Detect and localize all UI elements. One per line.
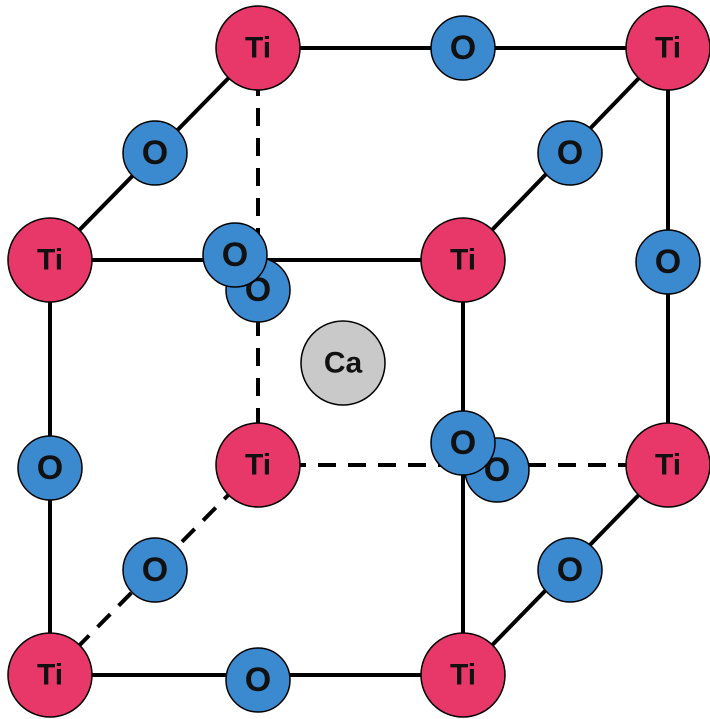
- o-atom-back-top-edge: O: [430, 15, 496, 81]
- ti-atom-label: Ti: [37, 244, 63, 277]
- ti-atom-label: Ti: [450, 659, 476, 692]
- o-atom-top-right-depth-edge: O: [537, 120, 603, 186]
- o-atom-label: O: [37, 449, 63, 487]
- ti-atom-front-top-left: Ti: [7, 217, 93, 303]
- o-atom-front-left-edge: O: [17, 435, 83, 501]
- o-atom-top-left-depth-edge: O: [122, 120, 188, 186]
- ti-atom-circle: [420, 632, 506, 718]
- back-depth-edge: [48, 463, 260, 677]
- ca-atom-body-center: Ca: [300, 320, 386, 406]
- ti-atom-label: Ti: [245, 32, 271, 65]
- o-atom-circle: [122, 120, 188, 186]
- ti-atom-label: Ti: [450, 244, 476, 277]
- o-atom-label: O: [245, 661, 271, 699]
- o-atom-circle: [537, 120, 603, 186]
- ti-atom-circle: [420, 217, 506, 303]
- ti-atom-label: Ti: [655, 449, 681, 482]
- o-atom-label: O: [222, 236, 248, 274]
- o-atom-label: O: [655, 243, 681, 281]
- ti-atom-front-bottom-right: Ti: [420, 632, 506, 718]
- o-atom-circle: [225, 647, 291, 713]
- ti-atom-circle: [7, 632, 93, 718]
- o-atom-circle: [430, 15, 496, 81]
- o-atom-circle: [202, 222, 268, 288]
- ti-atom-label: Ti: [655, 32, 681, 65]
- o-atom-front-bottom-edge: O: [225, 647, 291, 713]
- o-atom-circle: [635, 229, 701, 295]
- ti-atom-back-top-right: Ti: [625, 5, 710, 91]
- o-atom-right-back-vertical-edge: O: [635, 229, 701, 295]
- ca-atom-label: Ca: [324, 347, 363, 380]
- o-atom-circle: [430, 410, 496, 476]
- ti-atom-front-bottom-left: Ti: [7, 632, 93, 718]
- o-atom-bottom-right-depth-edge: O: [537, 537, 603, 603]
- ti-atom-circle: [7, 217, 93, 303]
- o-atom-label: O: [142, 551, 168, 589]
- o-atom-label: O: [450, 424, 476, 462]
- o-atom-circle: [122, 537, 188, 603]
- o-atom-label: O: [142, 134, 168, 172]
- ti-atom-back-bottom-left: Ti: [215, 422, 301, 508]
- ti-atom-back-top-left: Ti: [215, 5, 301, 91]
- ti-atom-front-top-right: Ti: [420, 217, 506, 303]
- ti-atom-label: Ti: [37, 659, 63, 692]
- ti-atom-circle: [625, 422, 710, 508]
- o-atom-label: O: [450, 29, 476, 67]
- o-atom-label: O: [557, 134, 583, 172]
- ti-atom-circle: [215, 5, 301, 91]
- o-atom-top-face-center: O: [202, 222, 268, 288]
- ca-atom-circle: [300, 320, 386, 406]
- ti-atom-label: Ti: [245, 449, 271, 482]
- o-atom-circle: [537, 537, 603, 603]
- o-atom-front-right-edge: O: [430, 410, 496, 476]
- ti-atom-circle: [625, 5, 710, 91]
- atoms: Ti O Ti O O O O Ti: [7, 5, 710, 718]
- ti-atom-back-bottom-right: Ti: [625, 422, 710, 508]
- o-atom-circle: [17, 435, 83, 501]
- o-atom-bottom-back-depth-edge: O: [122, 537, 188, 603]
- o-atom-label: O: [557, 551, 583, 589]
- hidden-edges: [48, 48, 668, 677]
- ti-atom-circle: [215, 422, 301, 508]
